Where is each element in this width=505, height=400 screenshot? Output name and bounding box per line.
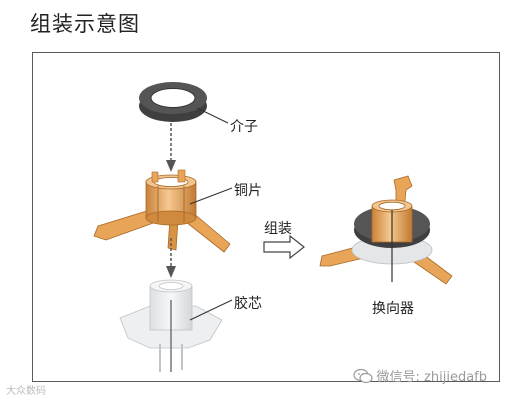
copper-sheet [93,169,231,253]
down-arrow-icon [166,238,176,278]
label-copper-sheet: 铜片 [234,183,262,199]
label-assembly: 组装 [264,221,292,237]
leader-line [189,187,233,205]
watermark-left: 大众数码 [6,386,46,397]
watermark-right-text: 微信号: zhijiedafb [376,370,487,385]
commutator-assembly [319,175,453,285]
label-commutator: 换向器 [372,301,414,317]
leader-line [196,107,229,124]
wechat-icon [352,368,373,383]
assembly-arrow-icon [263,234,305,260]
label-spacer: 介子 [230,119,258,135]
down-arrow-icon [166,123,176,172]
label-plastic-core: 胶芯 [234,296,262,312]
spacer-ring [139,82,207,122]
plastic-core [119,279,223,372]
watermark-right: 微信号: zhijiedafb [352,366,487,385]
page-title: 组装示意图 [30,12,140,36]
leader-line [189,299,233,321]
